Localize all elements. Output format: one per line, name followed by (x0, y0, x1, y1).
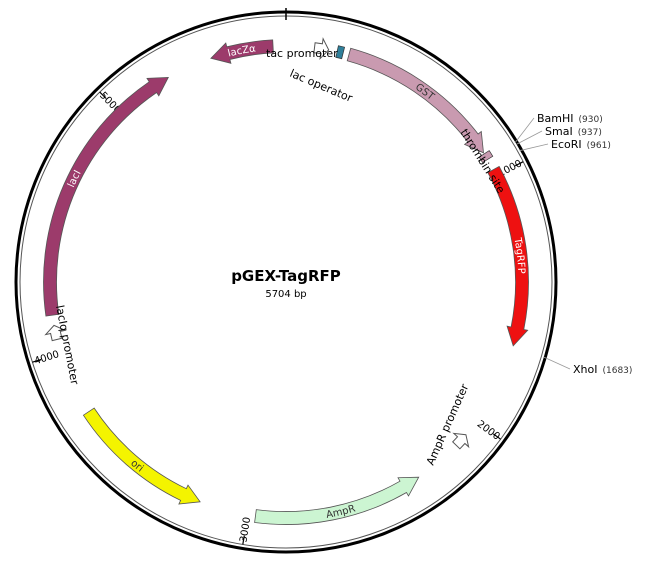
plasmid-name: pGEX-TagRFP (231, 267, 341, 285)
tick-label: 2000 (475, 419, 502, 443)
small-feature-lac-operator (335, 45, 346, 60)
feature-arrow-ori (82, 407, 201, 505)
promoter-arrow-laciq (44, 324, 67, 342)
feature-arrow-gst (346, 47, 484, 154)
site-label-xhoi: XhoI (1683) (573, 363, 632, 376)
site-enzyme: XhoI (573, 363, 597, 376)
site-leader-line (519, 143, 549, 152)
site-leader-line (514, 117, 535, 144)
feature-arrow-tagrfp (487, 165, 529, 347)
tick-mark (242, 535, 245, 545)
tick-mark (32, 358, 42, 363)
site-position: (937) (578, 128, 602, 138)
site-label-smai: SmaI (937) (545, 125, 602, 138)
promoter-label-ampr: AmpR promoter (424, 382, 472, 468)
site-position: (930) (579, 115, 603, 125)
small-label-thrombin: thrombin site (457, 127, 507, 196)
tick-mark (99, 91, 107, 99)
center-title: pGEX-TagRFP 5704 bp (231, 267, 341, 300)
tick-mark (492, 433, 501, 440)
site-label-bamhi: BamHI (930) (537, 112, 603, 125)
tick-mark (514, 161, 524, 167)
site-position: (1683) (602, 366, 632, 376)
site-leader-line (543, 356, 571, 370)
feature-label-text: TagRFP (511, 236, 526, 274)
promoter-label-laciq: lacIq promoter (53, 304, 81, 386)
small-label-lac-operator: lac operator (288, 67, 355, 105)
restriction-sites: BamHI (930) SmaI (937)EcoRI (961) XhoI (1683) (514, 112, 632, 376)
site-leader-line (515, 130, 543, 145)
backbone (14, 8, 558, 554)
site-label-ecori: EcoRI (961) (551, 138, 611, 151)
small-feature-thrombin (478, 150, 494, 163)
site-position: (961) (587, 141, 611, 151)
plasmid-length: 5704 bp (265, 289, 306, 300)
promoter-arrow-ampr-prom (451, 432, 470, 450)
site-enzyme: BamHI (537, 112, 574, 125)
feature-arrow-lacZa (210, 39, 274, 64)
feature-arrow-ampr (254, 476, 420, 525)
tick-label: 3000 (238, 516, 253, 543)
promoter-label-tac: tac promoter (266, 47, 338, 60)
feature-arrow-laci (43, 76, 169, 317)
promoter-arrow-tac (313, 37, 330, 61)
tick-label: 4000 (33, 349, 61, 367)
feature-label-tagrfp: TagRFP (511, 236, 526, 274)
site-enzyme: EcoRI (551, 138, 582, 151)
site-enzyme: SmaI (545, 125, 573, 138)
